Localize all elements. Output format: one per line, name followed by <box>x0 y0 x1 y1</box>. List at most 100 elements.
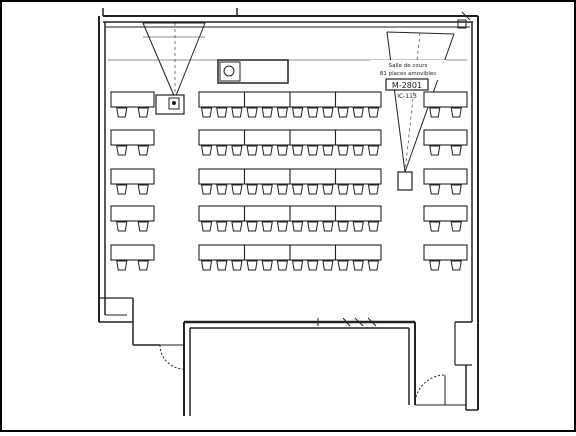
room-number-box <box>385 78 429 91</box>
desk <box>198 91 246 108</box>
chair <box>246 221 258 232</box>
desk <box>110 244 155 261</box>
projector-cone <box>142 22 206 99</box>
chair <box>429 184 441 195</box>
chair <box>261 184 273 195</box>
chair <box>352 107 364 118</box>
chair <box>337 184 349 195</box>
chair <box>216 145 228 156</box>
chair <box>291 260 304 271</box>
chair <box>200 184 213 195</box>
chair <box>291 184 304 195</box>
chair <box>276 260 289 271</box>
chair <box>322 184 334 195</box>
chair <box>216 260 228 271</box>
desk <box>289 168 337 185</box>
chair <box>116 107 128 118</box>
door-swing-icon <box>414 374 446 406</box>
chair <box>231 260 243 271</box>
chair <box>367 145 380 156</box>
chair <box>231 221 243 232</box>
chair <box>337 221 349 232</box>
chair <box>352 184 364 195</box>
instructor-desk <box>217 59 289 84</box>
desk <box>423 129 468 146</box>
chair <box>450 107 462 118</box>
chair <box>322 107 334 118</box>
desk <box>198 244 246 261</box>
chair <box>276 221 289 232</box>
chair <box>276 184 289 195</box>
chair <box>352 260 364 271</box>
desk <box>423 91 468 108</box>
chair <box>429 145 441 156</box>
chair <box>450 221 462 232</box>
chair <box>450 145 462 156</box>
chair <box>200 107 213 118</box>
door-right <box>414 374 466 406</box>
chair <box>200 260 213 271</box>
room-title-line2: 81 places amovibles <box>380 71 436 77</box>
desk <box>334 168 382 185</box>
desk <box>198 168 246 185</box>
desk <box>423 244 468 261</box>
chair <box>200 145 213 156</box>
projector-icon <box>155 94 185 115</box>
camera-icon <box>397 171 413 191</box>
chair <box>116 145 128 156</box>
chair <box>276 107 289 118</box>
chair <box>367 107 380 118</box>
door-left <box>159 344 185 370</box>
chair <box>246 260 258 271</box>
chair <box>261 260 273 271</box>
desk <box>289 244 337 261</box>
desk <box>198 205 246 222</box>
chair <box>137 145 149 156</box>
desk <box>110 205 155 222</box>
chair <box>322 221 334 232</box>
wall-detail-marks <box>317 317 377 327</box>
desk <box>198 129 246 146</box>
room-number: M-2801 <box>392 81 422 90</box>
chair <box>261 221 273 232</box>
chair <box>231 145 243 156</box>
chair <box>231 184 243 195</box>
chair <box>200 221 213 232</box>
chair <box>352 145 364 156</box>
chair <box>307 145 319 156</box>
chair <box>367 260 380 271</box>
room-code: IC-113 <box>397 93 417 100</box>
chair <box>116 221 128 232</box>
desk <box>110 129 155 146</box>
room-label: Salle de cours 81 places amovibles M-280… <box>370 60 446 100</box>
desk <box>243 244 291 261</box>
desk <box>110 91 155 108</box>
chair <box>307 107 319 118</box>
chair <box>322 260 334 271</box>
chair <box>307 260 319 271</box>
chair <box>276 145 289 156</box>
chair <box>116 184 128 195</box>
chair <box>246 184 258 195</box>
chair <box>137 260 149 271</box>
desk <box>289 205 337 222</box>
chair <box>429 260 441 271</box>
desk <box>334 205 382 222</box>
chair <box>450 260 462 271</box>
chair <box>216 184 228 195</box>
chair <box>291 221 304 232</box>
chair <box>337 260 349 271</box>
chair <box>307 221 319 232</box>
chair <box>352 221 364 232</box>
seating-area <box>110 91 468 271</box>
chair <box>291 145 304 156</box>
desk <box>243 91 291 108</box>
chair <box>137 107 149 118</box>
chair <box>231 107 243 118</box>
desk <box>110 168 155 185</box>
chair <box>137 221 149 232</box>
desk <box>289 91 337 108</box>
desk <box>289 129 337 146</box>
door-swing-icon <box>159 344 185 370</box>
chair <box>429 221 441 232</box>
